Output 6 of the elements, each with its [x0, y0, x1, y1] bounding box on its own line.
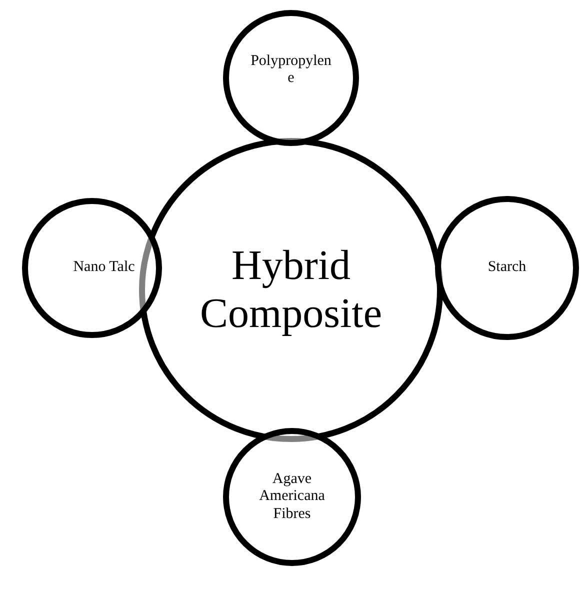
component-label: Starch: [486, 259, 528, 277]
component-label: Polypropylene: [250, 52, 332, 88]
component-label: Nano Talc: [72, 259, 136, 277]
hub-circle: [139, 138, 443, 442]
hub-label: Hybrid Composite: [198, 242, 383, 338]
component-label: Agave Americana Fibres: [258, 471, 326, 523]
